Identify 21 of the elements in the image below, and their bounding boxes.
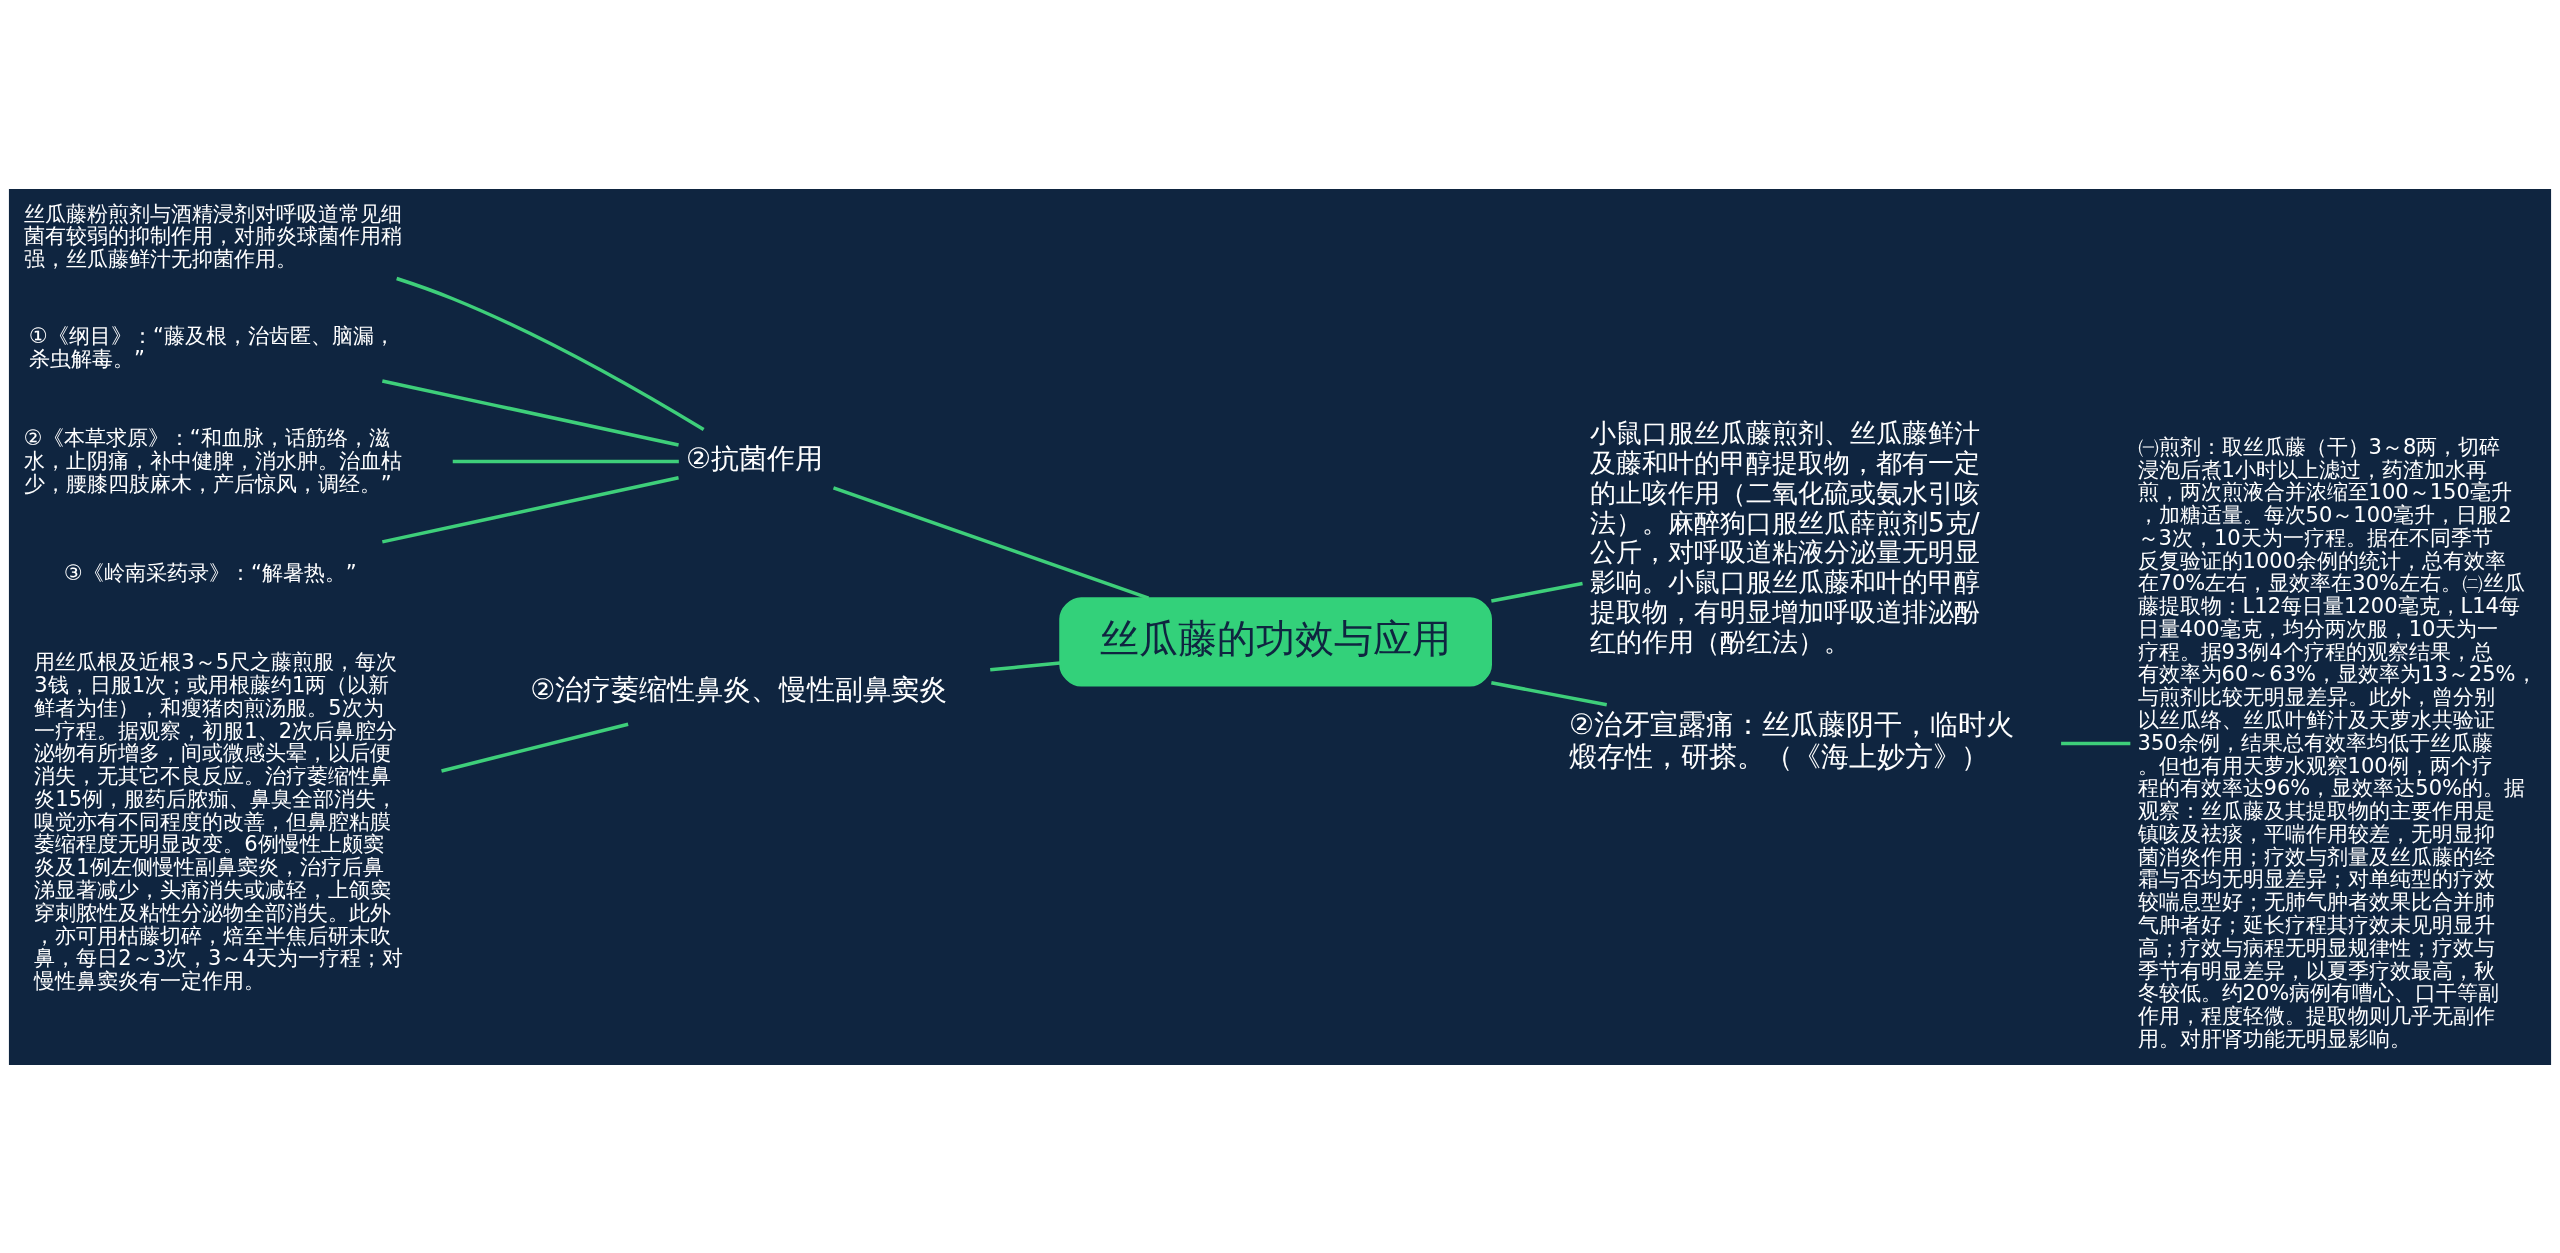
node-text: ㈠煎剂：取丝瓜藤（干）3～8两，切碎浸泡后煮1小时以上滤过，药渣加水再煎，两次煎液合并浓缩至100～150毫升，加糖适量。每次50～100毫升，日服2～3次，10天为一疗程。据在不同季节反复验证的1000余例的统计，总有效率在70%左右，显效率在30%左右。㈡丝瓜藤提取物：L12每日量1200毫克，L14每日量400毫克，均分两次服，10天为一疗程。据93例4个疗程的观察结果，总有效率为60～63%，显效率为13～25%，与煎剂比较无明显差异。此外，曾分别以丝瓜络、丝瓜叶鲜汁及天萝水共验证350余例，结果总有效率均低于丝瓜藤。但也有用天萝水观察100例，两个疗程的有效率达96%，显效率达50%的。据观察：丝瓜藤及其提取物的主要作用是镇咳及祛痰，平喘作用较差，无明显抑菌消炎作用；疗效与剂量及丝瓜藤的经霜与否均无明显差异；对单纯型的疗效较喘息型好；无肺气肿者效果比合并肺气肿者好；延长疗程其疗效未见明显升高；疗效与病程无明显规律性；疗效与季节有明显差异，以夏季疗效最高，秋冬较低。约20%病例有嘈心、口干等副作用，程度轻微。提取物则几乎无副作用。对肝肾功能无明显影响。 [2137, 433, 2537, 1051]
connector [381, 378, 679, 447]
connector [381, 475, 679, 544]
connector [1491, 680, 1608, 707]
node-text: 用丝瓜根及近根3～5尺之藤煎服，每次3钱，日服1次；或用根藤约1两（以新鲜者为佳），和瘦猪肉煎汤服。5次为一疗程。据观察，初服1、2次后鼻腔分泌物有所增多，间或微感头晕，以后便消失，无其它不良反应。治疗萎缩性鼻炎15例，服药后脓痂、鼻臭全部消失，嗅觉亦有不同程度的改善，但鼻腔粘膜萎缩程度无明显改变。6例慢性上颇窦炎及1例左侧慢性副鼻窦炎，治疗后鼻涕显著减少，头痛消失或减轻，上颌窦穿刺脓性及粘性分泌物全部消失。此外，亦可用枯藤切碎，焙至半焦后研末吹鼻，每日2～3次，3～4天为一疗程；对慢性鼻窦炎有一定作用。 [34, 648, 403, 993]
connector [990, 660, 1061, 672]
node-box: 丝瓜藤的功效与应用 [1059, 596, 1492, 687]
connector [832, 485, 1150, 600]
node-text: 丝瓜藤粉煎剂与酒精浸剂对呼吸道常见细菌有较弱的抑制作用，对肺炎球菌作用稍强，丝瓜藤鲜汁无抑菌作用。 [23, 200, 402, 271]
node-text: ②《本草求原》：“和血脉，话筋络，滋水，止阴痛，补中健脾，消水肿。治血枯少，腰膝四肢麻木，产后惊风，调经。” [23, 424, 402, 496]
connector [452, 459, 679, 463]
connector [396, 276, 705, 431]
connector [1491, 581, 1583, 603]
node-text: 小鼠口服丝瓜藤煎剂、丝瓜藤鲜汁及藤和叶的甲醇提取物，都有一定的止咳作用（二氧化硫或氨水引咳法）。麻醉狗口服丝瓜薛煎剂5克/公斤，对呼吸道粘液分泌量无明显影响。小鼠口服丝瓜藤和叶的甲醇提取物，有明显增加呼吸道排泌酚红的作用（酚红法）。 [1590, 417, 1981, 657]
node-text: ③《岭南采药录》：“解暑热。” [64, 559, 357, 585]
node-text: ②治疗萎缩性鼻炎、慢性副鼻窦炎 [530, 672, 948, 706]
connector [2061, 741, 2131, 745]
node-text: ②治牙宣露痛：丝瓜藤阴干，临时火煅存性，研搽。（《海上妙方》） [1569, 707, 2015, 773]
node-text: ①《纲目》：“藤及根，治齿匿、脑漏，杀虫解毒。” [29, 322, 395, 371]
node-text: ②抗菌作用 [686, 441, 824, 475]
connector [441, 722, 629, 773]
